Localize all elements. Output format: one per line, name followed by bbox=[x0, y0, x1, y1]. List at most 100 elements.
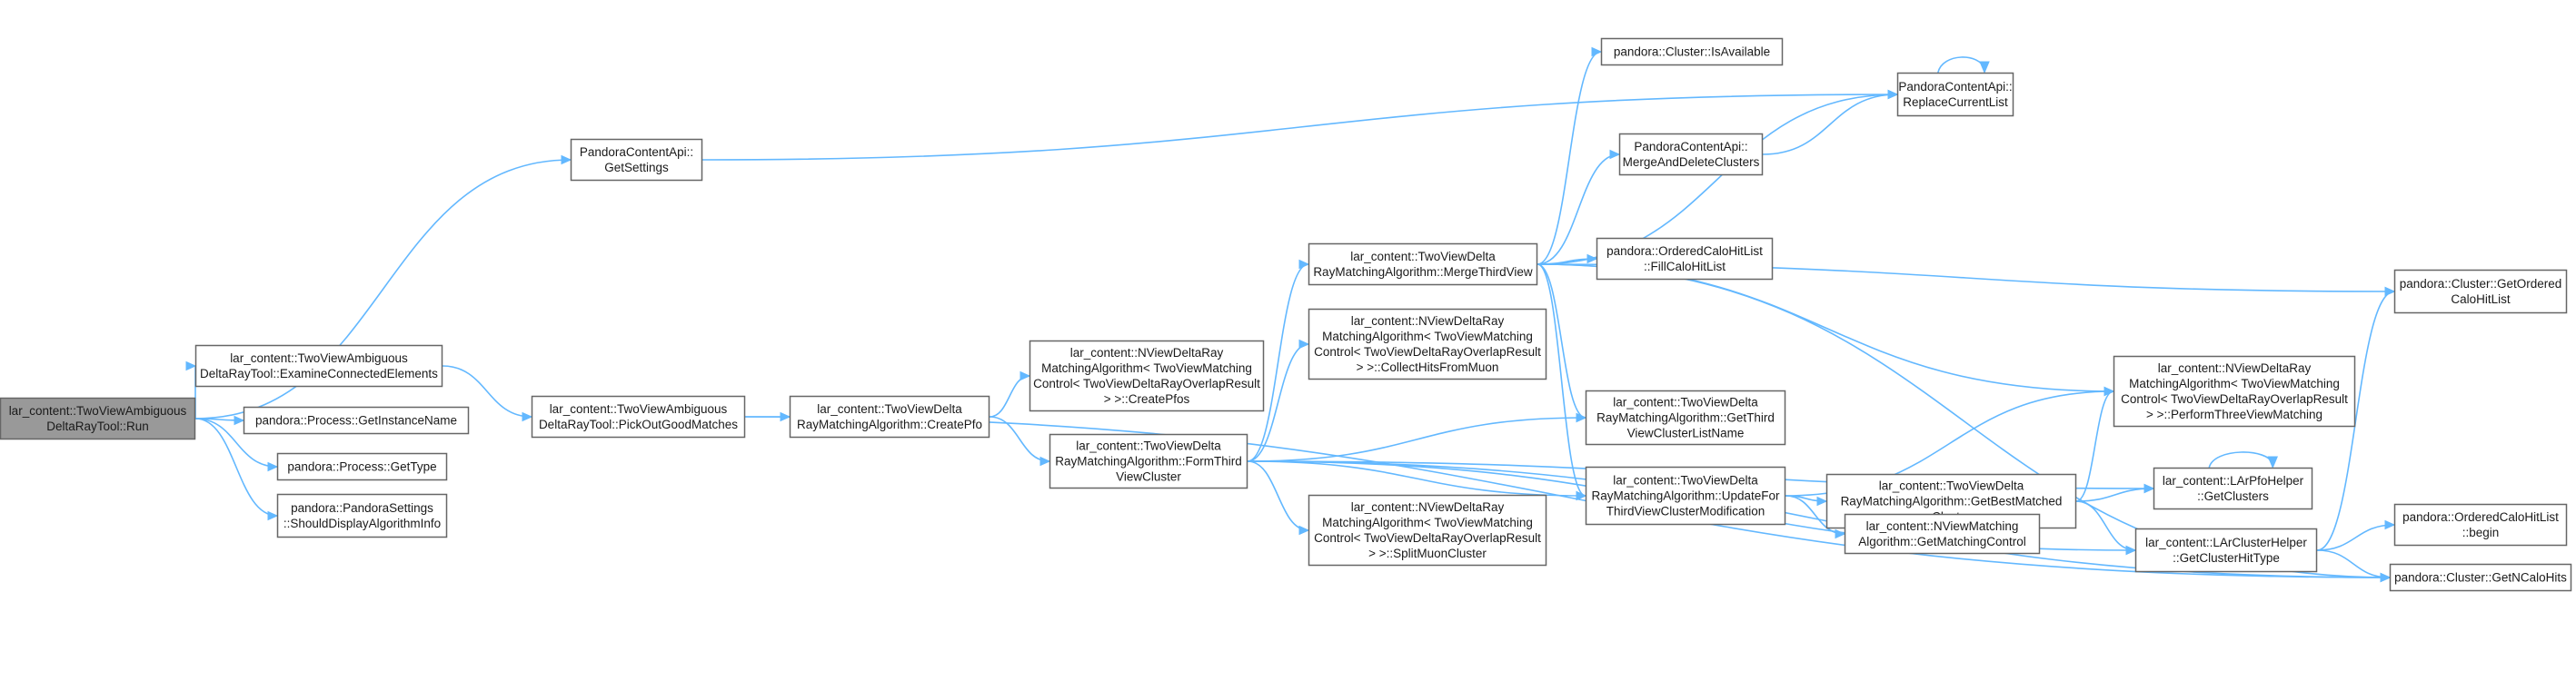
node-box[interactable] bbox=[2389, 563, 2572, 592]
arrowhead bbox=[2384, 519, 2396, 530]
node-mergeAndDelete[interactable]: PandoraContentApi::MergeAndDeleteCluster… bbox=[1618, 133, 1764, 176]
arrowhead bbox=[1835, 528, 1846, 539]
node-box[interactable] bbox=[194, 344, 443, 388]
edge-getBest-to-larCluster bbox=[2075, 500, 2137, 556]
edge-line bbox=[1537, 263, 1586, 497]
node-getType[interactable]: pandora::Process::GetType bbox=[276, 452, 448, 481]
node-createPfo[interactable]: lar_content::TwoViewDeltaRayMatchingAlgo… bbox=[789, 395, 990, 439]
node-larPfo[interactable]: lar_content::LArPfoHelper::GetClusters bbox=[2153, 467, 2313, 510]
arrowhead bbox=[234, 415, 245, 426]
node-box[interactable] bbox=[1049, 433, 1248, 489]
node-getMatching[interactable]: lar_content::NViewMatchingAlgorithm::Get… bbox=[1844, 513, 2041, 555]
root-node-box[interactable] bbox=[0, 397, 196, 440]
node-box[interactable] bbox=[1308, 242, 1538, 286]
node-box[interactable] bbox=[789, 395, 990, 439]
edge-line bbox=[194, 418, 278, 468]
node-shouldDisplay[interactable]: pandora::PandoraSettings::ShouldDisplayA… bbox=[276, 493, 448, 538]
node-box[interactable] bbox=[1308, 494, 1547, 567]
node-collectHits[interactable]: lar_content::NViewDeltaRayMatchingAlgori… bbox=[1308, 308, 1547, 380]
node-box[interactable] bbox=[531, 395, 746, 439]
edge-line bbox=[2316, 291, 2395, 551]
edge-line bbox=[2316, 549, 2391, 578]
edge-mergeAndDelete-to-replaceList bbox=[1762, 89, 1899, 155]
edge-mergeThird-to-getThirdName bbox=[1537, 263, 1587, 423]
edge-line bbox=[1537, 263, 1586, 419]
node-getSettings[interactable]: PandoraContentApi::GetSettings bbox=[570, 138, 703, 182]
arrowhead bbox=[2125, 545, 2137, 556]
edge-line bbox=[1537, 263, 2114, 392]
node-isAvailable[interactable]: pandora::Cluster::IsAvailable bbox=[1600, 37, 1784, 66]
node-box[interactable] bbox=[570, 138, 703, 182]
node-getThirdName[interactable]: lar_content::TwoViewDeltaRayMatchingAlgo… bbox=[1585, 390, 1786, 446]
edge-mergeThird-to-mergeAndDelete bbox=[1537, 149, 1621, 265]
node-box[interactable] bbox=[1585, 390, 1786, 446]
node-box[interactable] bbox=[2134, 528, 2318, 573]
node-getInstanceName[interactable]: pandora::Process::GetInstanceName bbox=[243, 406, 470, 435]
edge-line bbox=[442, 365, 532, 418]
edge-getBest-to-larPfo bbox=[2075, 483, 2155, 502]
edge-formThird-to-mergeThird bbox=[1247, 259, 1310, 462]
node-splitMuon[interactable]: lar_content::NViewDeltaRayMatchingAlgori… bbox=[1308, 494, 1547, 567]
node-pickOut[interactable]: lar_content::TwoViewAmbiguousDeltaRayToo… bbox=[531, 395, 746, 439]
node-begin[interactable]: pandora::OrderedCaloHitList::begin bbox=[2393, 503, 2568, 547]
node-box[interactable] bbox=[1585, 466, 1786, 526]
node-box[interactable] bbox=[1618, 133, 1764, 176]
node-box[interactable] bbox=[276, 452, 448, 481]
node-replaceList[interactable]: PandoraContentApi::ReplaceCurrentList bbox=[1896, 72, 2014, 117]
arrowhead bbox=[1609, 149, 1621, 160]
arrowhead bbox=[561, 154, 572, 165]
arrowhead bbox=[2267, 456, 2278, 469]
node-box[interactable] bbox=[2393, 503, 2568, 547]
node-box[interactable] bbox=[2113, 355, 2356, 428]
edge-line bbox=[2208, 451, 2274, 469]
node-performThree[interactable]: lar_content::NViewDeltaRayMatchingAlgori… bbox=[2113, 355, 2356, 428]
arrowhead bbox=[1298, 259, 1310, 270]
edge-run-to-getType bbox=[194, 418, 279, 472]
node-box[interactable] bbox=[1844, 513, 2041, 555]
edge-larCluster-to-getNCalo bbox=[2316, 549, 2392, 583]
node-box[interactable] bbox=[1308, 308, 1547, 380]
arrowhead bbox=[267, 510, 279, 521]
edge-formThird-to-collectHits bbox=[1247, 339, 1310, 462]
edge-line bbox=[1247, 417, 1586, 462]
arrowhead bbox=[2380, 572, 2392, 583]
arrowhead bbox=[1591, 46, 1603, 57]
edge-larCluster-to-getOrdered bbox=[2316, 286, 2396, 551]
edge-larCluster-to-begin bbox=[2316, 519, 2396, 551]
edge-line bbox=[1762, 94, 1898, 155]
edge-line bbox=[2075, 488, 2154, 502]
arrowhead bbox=[2143, 483, 2155, 494]
arrowhead bbox=[2104, 386, 2115, 397]
node-mergeThird[interactable]: lar_content::TwoViewDeltaRayMatchingAlgo… bbox=[1308, 242, 1538, 286]
node-box[interactable] bbox=[2153, 467, 2313, 510]
node-examine[interactable]: lar_content::TwoViewAmbiguousDeltaRayToo… bbox=[194, 344, 443, 388]
node-box[interactable] bbox=[1029, 340, 1265, 412]
edge-mergeThird-to-updateFor bbox=[1537, 263, 1587, 501]
node-run[interactable]: lar_content::TwoViewAmbiguousDeltaRayToo… bbox=[0, 397, 196, 440]
node-getNCalo[interactable]: pandora::Cluster::GetNCaloHits bbox=[2389, 563, 2572, 592]
edge-getBest-to-performThree bbox=[2075, 386, 2115, 502]
node-fillCalo[interactable]: pandora::OrderedCaloHitList::FillCaloHit… bbox=[1596, 237, 1774, 281]
node-formThird[interactable]: lar_content::TwoViewDeltaRayMatchingAlgo… bbox=[1049, 433, 1248, 489]
edge-line bbox=[194, 418, 278, 517]
edge-line bbox=[1537, 51, 1602, 265]
edge-line bbox=[2075, 390, 2114, 502]
arrowhead bbox=[1576, 490, 1587, 501]
node-box[interactable] bbox=[276, 493, 448, 538]
node-createPfos[interactable]: lar_content::NViewDeltaRayMatchingAlgori… bbox=[1029, 340, 1265, 412]
edge-createPfo-to-formThird bbox=[989, 416, 1051, 467]
node-box[interactable] bbox=[2393, 269, 2568, 314]
edge-line bbox=[194, 159, 572, 420]
edge-line bbox=[2075, 500, 2136, 551]
node-box[interactable] bbox=[1896, 72, 2014, 117]
node-larCluster[interactable]: lar_content::LArClusterHelper::GetCluste… bbox=[2134, 528, 2318, 573]
edge-line bbox=[989, 375, 1030, 418]
node-box[interactable] bbox=[243, 406, 470, 435]
node-box[interactable] bbox=[1596, 237, 1774, 281]
node-updateFor[interactable]: lar_content::TwoViewDeltaRayMatchingAlgo… bbox=[1585, 466, 1786, 526]
edge-line bbox=[701, 94, 1898, 161]
node-box[interactable] bbox=[1600, 37, 1784, 66]
edge-line bbox=[1247, 460, 1309, 531]
